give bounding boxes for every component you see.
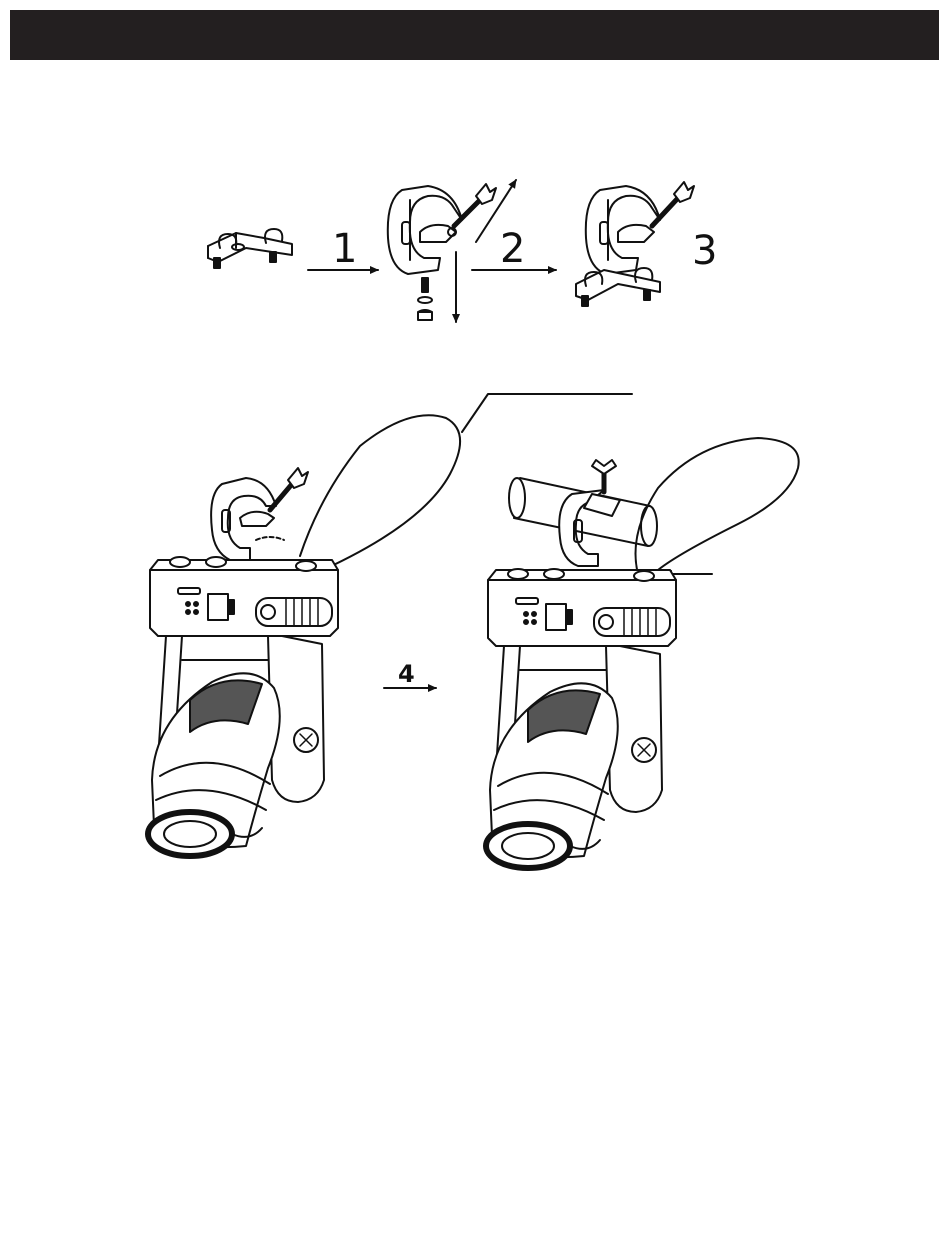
step-4-label: 4 <box>398 660 415 688</box>
omega-bracket-part <box>208 229 292 268</box>
clamp-part <box>388 184 496 320</box>
moving-head-fixture-right <box>486 438 799 868</box>
step-3-label: 3 <box>692 228 717 274</box>
assembled-clamp <box>576 182 694 306</box>
callout-leader-line <box>462 394 632 432</box>
step-1-label: 1 <box>332 226 357 272</box>
moving-head-fixture-left <box>148 415 460 856</box>
step-2-label: 2 <box>500 226 525 272</box>
